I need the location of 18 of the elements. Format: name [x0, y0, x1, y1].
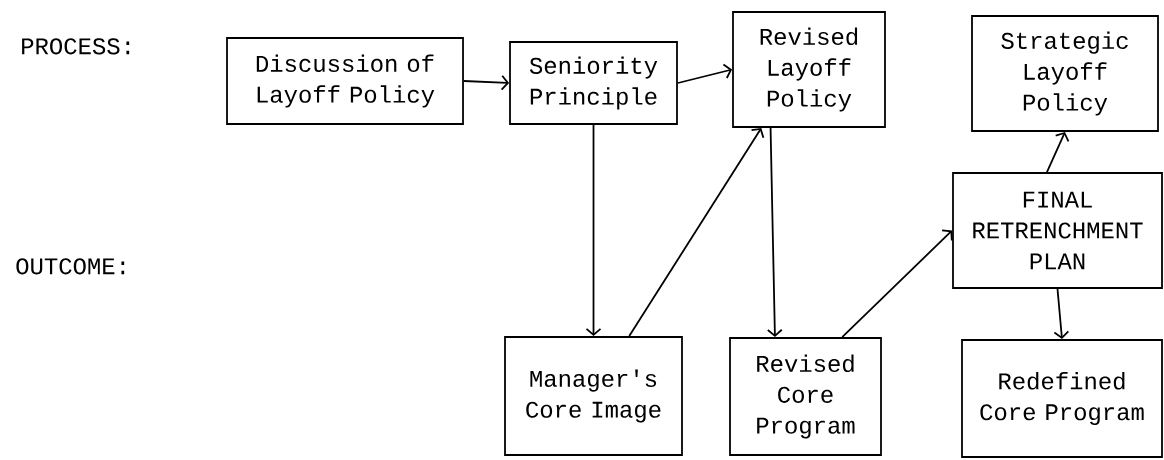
- row-label: PROCESS:: [22, 38, 130, 55]
- process-box: Manager's Core Image: [504, 336, 683, 456]
- process-box: Discussion of Layoff Policy: [226, 37, 464, 125]
- process-box: Strategic Layoff Policy: [971, 15, 1159, 132]
- arrow: [628, 127, 765, 337]
- arrow: [1053, 288, 1070, 340]
- arrow: [841, 229, 953, 338]
- arrow: [766, 127, 783, 338]
- process-box: FINAL RETRENCHMENT PLAN: [952, 172, 1163, 289]
- process-box: Seniority Principle: [509, 41, 678, 125]
- process-box: Revised Core Program: [729, 337, 882, 456]
- row-label: OUTCOME:: [16, 258, 125, 275]
- arrow: [677, 63, 733, 84]
- process-box: Redefined Core Program: [961, 339, 1163, 458]
- arrow: [585, 124, 602, 337]
- arrow: [1046, 131, 1070, 173]
- process-box: Revised Layoff Policy: [732, 11, 886, 128]
- arrow: [463, 74, 510, 91]
